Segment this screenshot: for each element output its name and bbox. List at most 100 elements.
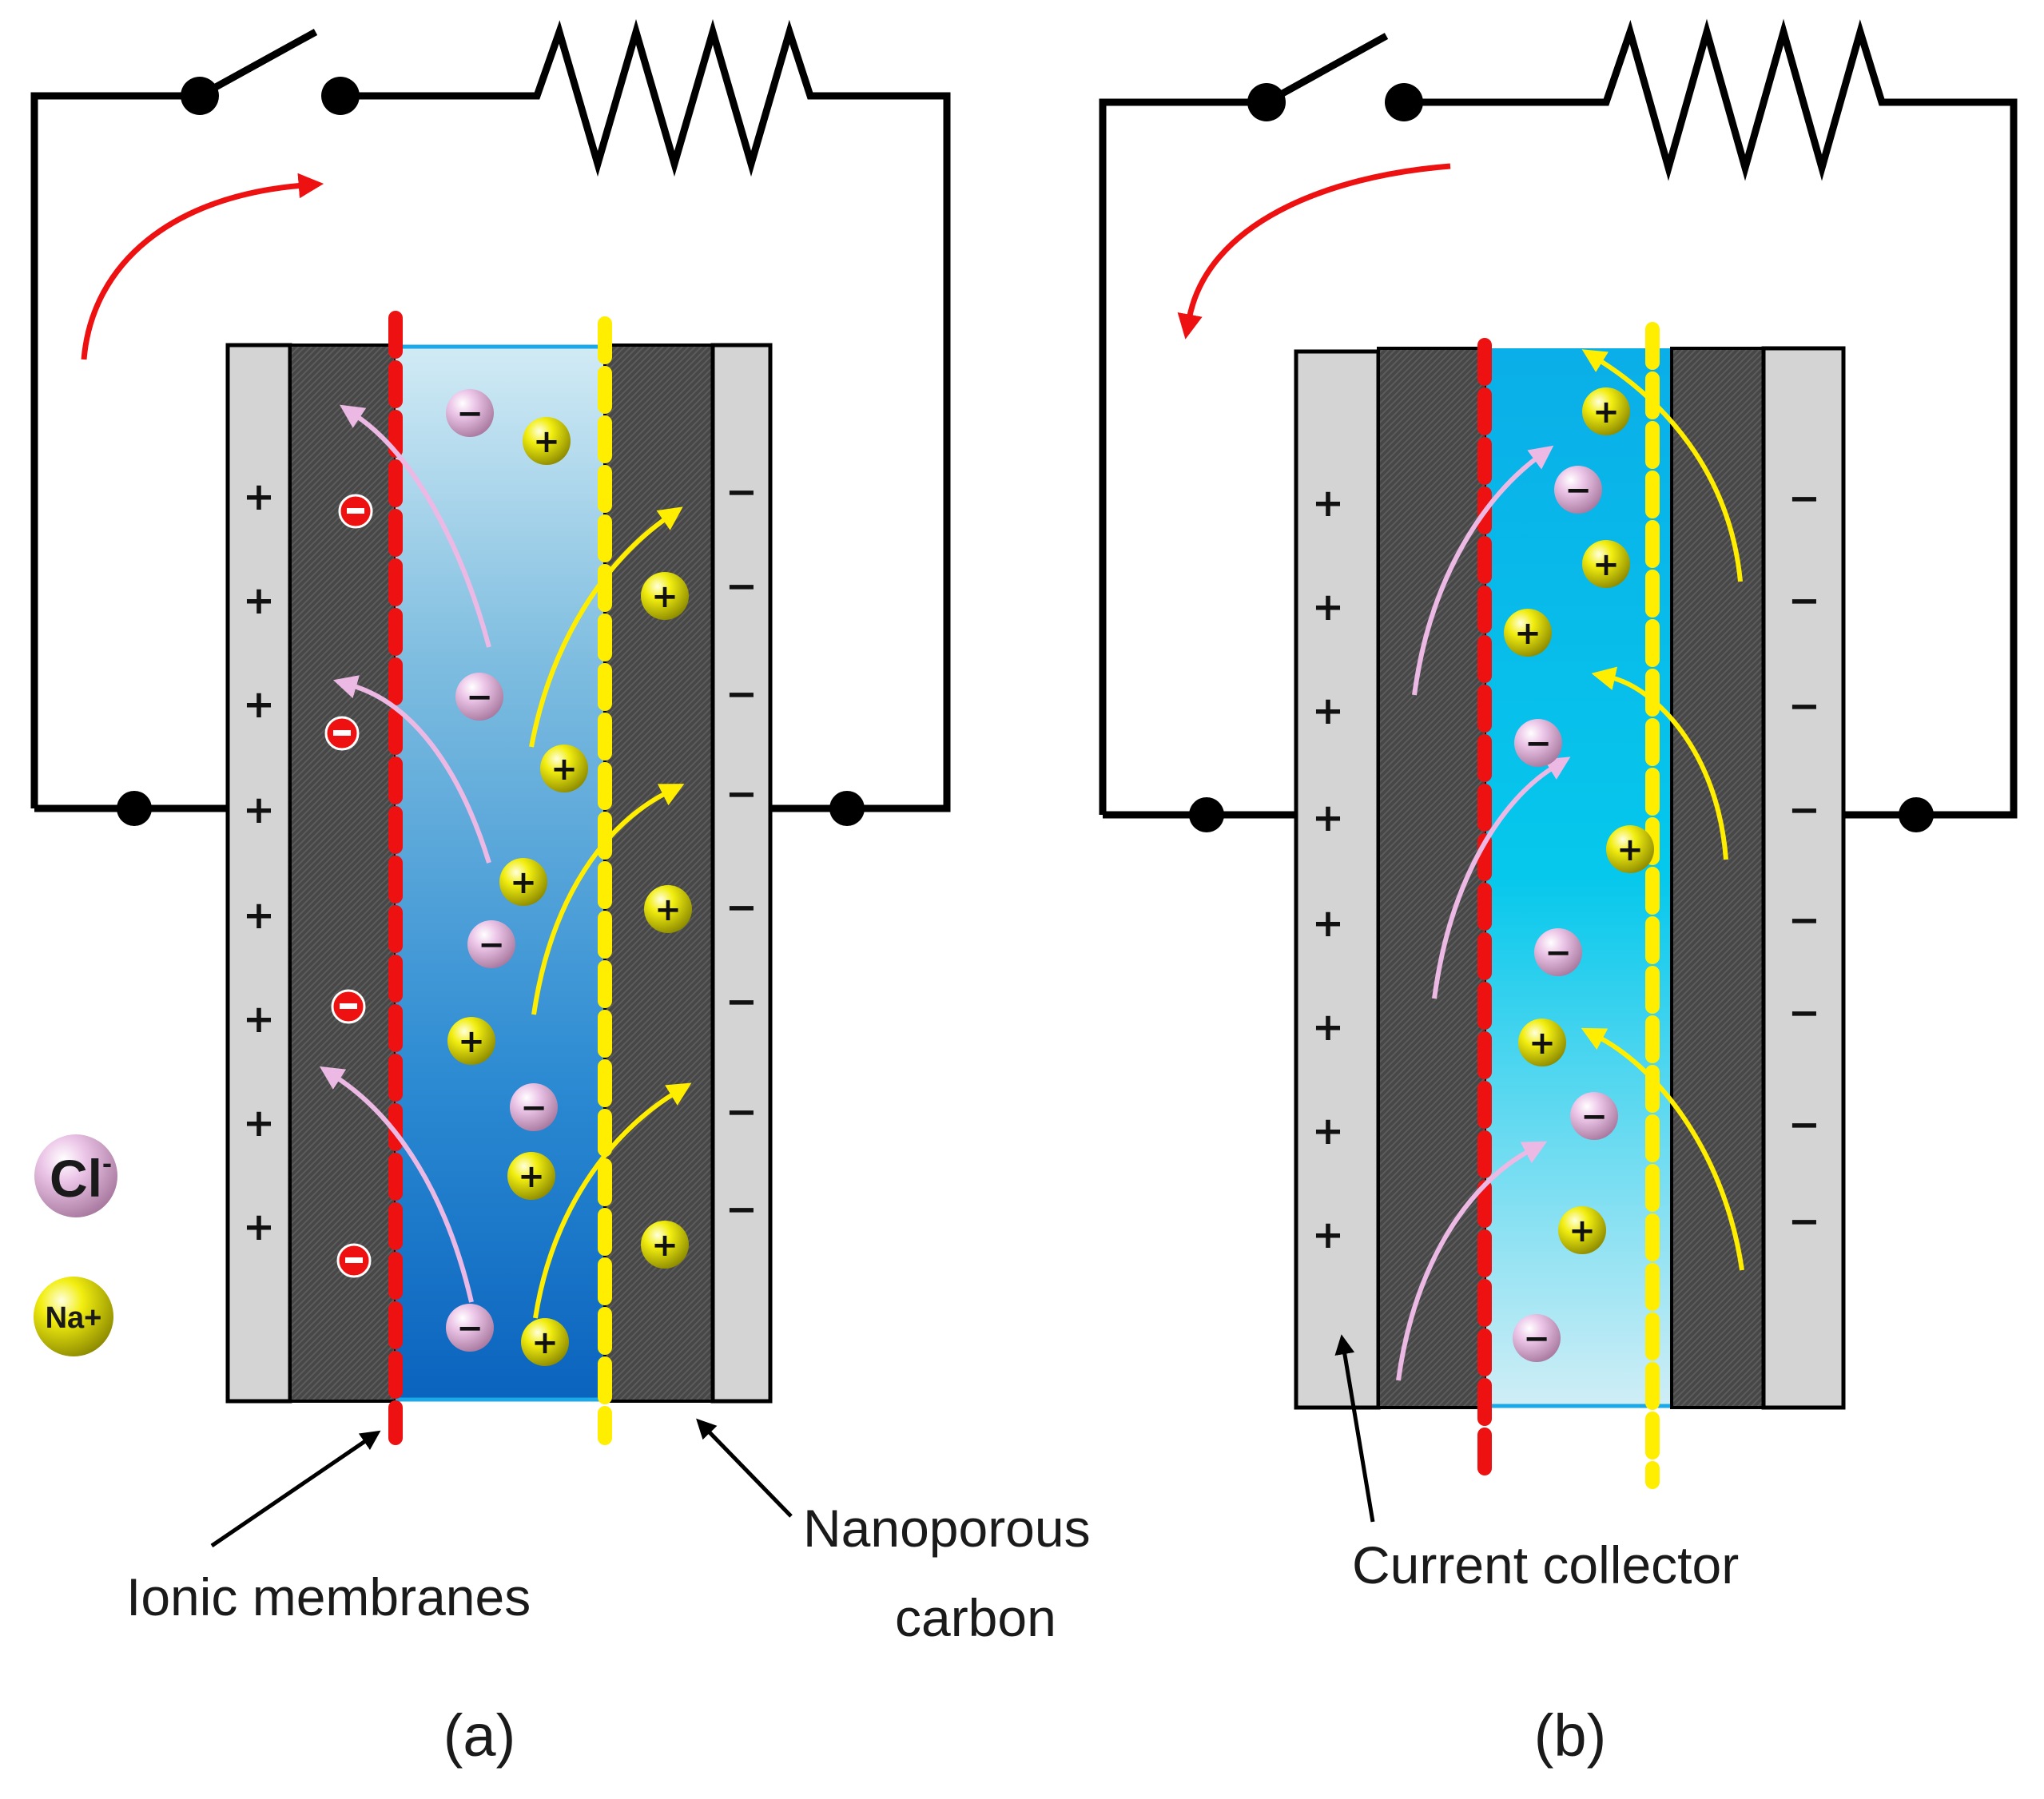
collector-sign-plus-a: + xyxy=(243,997,275,1042)
sodium-ion: + xyxy=(499,858,547,906)
svg-text:+: + xyxy=(1593,546,1620,583)
collector-sign-minus-a: − xyxy=(726,885,758,930)
caption-a: (a) xyxy=(443,1702,515,1769)
svg-text:−: − xyxy=(1565,472,1592,509)
collector-sign-plus-b: + xyxy=(1312,481,1344,526)
collector-sign-plus-b: + xyxy=(1312,1213,1344,1257)
cation-migration-arrow-a xyxy=(529,506,683,748)
anion-migration-arrow-a xyxy=(332,675,491,864)
sodium-ion: + xyxy=(641,572,689,620)
svg-text:+: + xyxy=(651,1227,678,1264)
label-current-collector: Current collector xyxy=(1352,1535,1739,1594)
chloride-ion: − xyxy=(455,673,503,721)
adsorbed-anion-a xyxy=(336,1243,372,1278)
node-right-b xyxy=(1899,797,1934,832)
pointer-arrow-collector xyxy=(1334,1334,1375,1523)
svg-text:+: + xyxy=(1593,394,1620,431)
anion-desorption-arrow-b xyxy=(1412,445,1554,696)
collector-sign-plus-a: + xyxy=(243,682,275,727)
node-left-a xyxy=(117,791,152,826)
collector-sign-plus-b: + xyxy=(1312,585,1344,629)
collector-sign-plus-a: + xyxy=(243,475,275,519)
legend: Cl- Na+ xyxy=(34,1134,117,1356)
collector-sign-minus-a: − xyxy=(726,1187,758,1232)
collector-sign-minus-a: − xyxy=(726,1090,758,1134)
svg-text:+: + xyxy=(1529,1025,1556,1062)
sodium-ion: + xyxy=(1504,609,1552,657)
cation-desorption-arrow-b xyxy=(1581,1027,1744,1271)
chloride-ion: − xyxy=(1514,719,1562,767)
svg-text:−: − xyxy=(1525,725,1552,762)
sodium-ion: + xyxy=(447,1017,495,1065)
collector-sign-minus-a: − xyxy=(726,672,758,717)
carbon-electrode-left-b xyxy=(1377,347,1488,1409)
adsorbed-anion-a xyxy=(331,989,366,1024)
chloride-ion: − xyxy=(467,920,515,968)
anion-desorption-arrow-b xyxy=(1432,757,1571,999)
chloride-ion: − xyxy=(510,1083,558,1131)
node-left-b xyxy=(1189,797,1224,832)
switch-lever-b xyxy=(1264,33,1389,105)
current-collector-right-b xyxy=(1761,346,1846,1410)
sodium-ion: + xyxy=(507,1152,555,1200)
svg-text:−: − xyxy=(1545,935,1572,971)
node-right-a xyxy=(829,791,865,826)
collector-sign-minus-b: − xyxy=(1788,1102,1820,1147)
legend-sodium-ball xyxy=(34,1277,113,1356)
pointer-arrow-carbon xyxy=(696,1418,793,1518)
cation-migration-arrow-a xyxy=(531,784,685,1015)
collector-sign-plus-b: + xyxy=(1312,901,1344,946)
svg-text:+: + xyxy=(533,423,560,460)
switch-lever-a xyxy=(197,29,318,99)
chloride-ion: − xyxy=(1534,928,1582,976)
current-collector-right-a xyxy=(710,343,773,1404)
svg-text:−: − xyxy=(1581,1098,1608,1135)
collector-sign-plus-a: + xyxy=(243,578,275,623)
collector-sign-plus-b: + xyxy=(1312,689,1344,733)
collector-sign-plus-b: + xyxy=(1312,796,1344,840)
collector-sign-minus-b: − xyxy=(1788,991,1820,1035)
sodium-ion: + xyxy=(1582,540,1630,588)
sodium-ion: + xyxy=(1606,825,1654,873)
anion-migration-arrow-a xyxy=(319,1066,474,1303)
label-nanoporous: Nanoporous xyxy=(803,1499,1091,1558)
current-arrow-a xyxy=(81,173,324,360)
adsorbed-anion-a xyxy=(338,494,373,529)
sodium-ion: + xyxy=(1518,1019,1566,1066)
anion-desorption-arrow-b xyxy=(1396,1141,1548,1381)
sodium-ion: + xyxy=(540,745,588,792)
svg-text:+: + xyxy=(551,751,578,788)
svg-text:+: + xyxy=(1514,615,1541,652)
svg-text:+: + xyxy=(654,892,682,928)
svg-text:+: + xyxy=(518,1158,545,1195)
cation-desorption-arrow-b xyxy=(1591,666,1728,860)
sodium-ion: + xyxy=(641,1221,689,1269)
collector-sign-minus-a: − xyxy=(726,772,758,816)
sodium-ion: + xyxy=(1582,387,1630,435)
chloride-ion: − xyxy=(446,1304,494,1352)
svg-text:−: − xyxy=(466,679,493,716)
adsorbed-anion-a xyxy=(324,716,360,751)
label-ionic-membranes: Ionic membranes xyxy=(126,1567,531,1626)
legend-chloride-label: Cl- xyxy=(50,1146,112,1208)
collector-sign-minus-b: − xyxy=(1788,684,1820,729)
collector-sign-minus-b: − xyxy=(1788,1199,1820,1244)
chloride-ion: − xyxy=(1554,466,1602,514)
svg-text:−: − xyxy=(520,1090,547,1126)
collector-sign-minus-b: − xyxy=(1788,898,1820,943)
svg-text:+: + xyxy=(1617,832,1644,868)
panel-b: + + + + + + + + − − − − − − − − + − + + … xyxy=(1099,18,2018,1769)
legend-chloride-ball xyxy=(34,1134,117,1217)
collector-sign-plus-b: + xyxy=(1312,1109,1344,1154)
collector-sign-minus-a: − xyxy=(726,470,758,514)
collector-sign-minus-b: − xyxy=(1788,578,1820,623)
cation-migration-arrow-a xyxy=(533,1082,692,1319)
sodium-ion: + xyxy=(1558,1206,1606,1254)
svg-text:−: − xyxy=(478,927,505,963)
sodium-ion: + xyxy=(644,885,692,933)
chloride-ion: − xyxy=(1513,1314,1561,1362)
legend-sodium-label: Na+ xyxy=(46,1301,102,1335)
pointer-arrow-membrane xyxy=(210,1430,381,1548)
electrolyte-channel-a xyxy=(396,345,605,1401)
